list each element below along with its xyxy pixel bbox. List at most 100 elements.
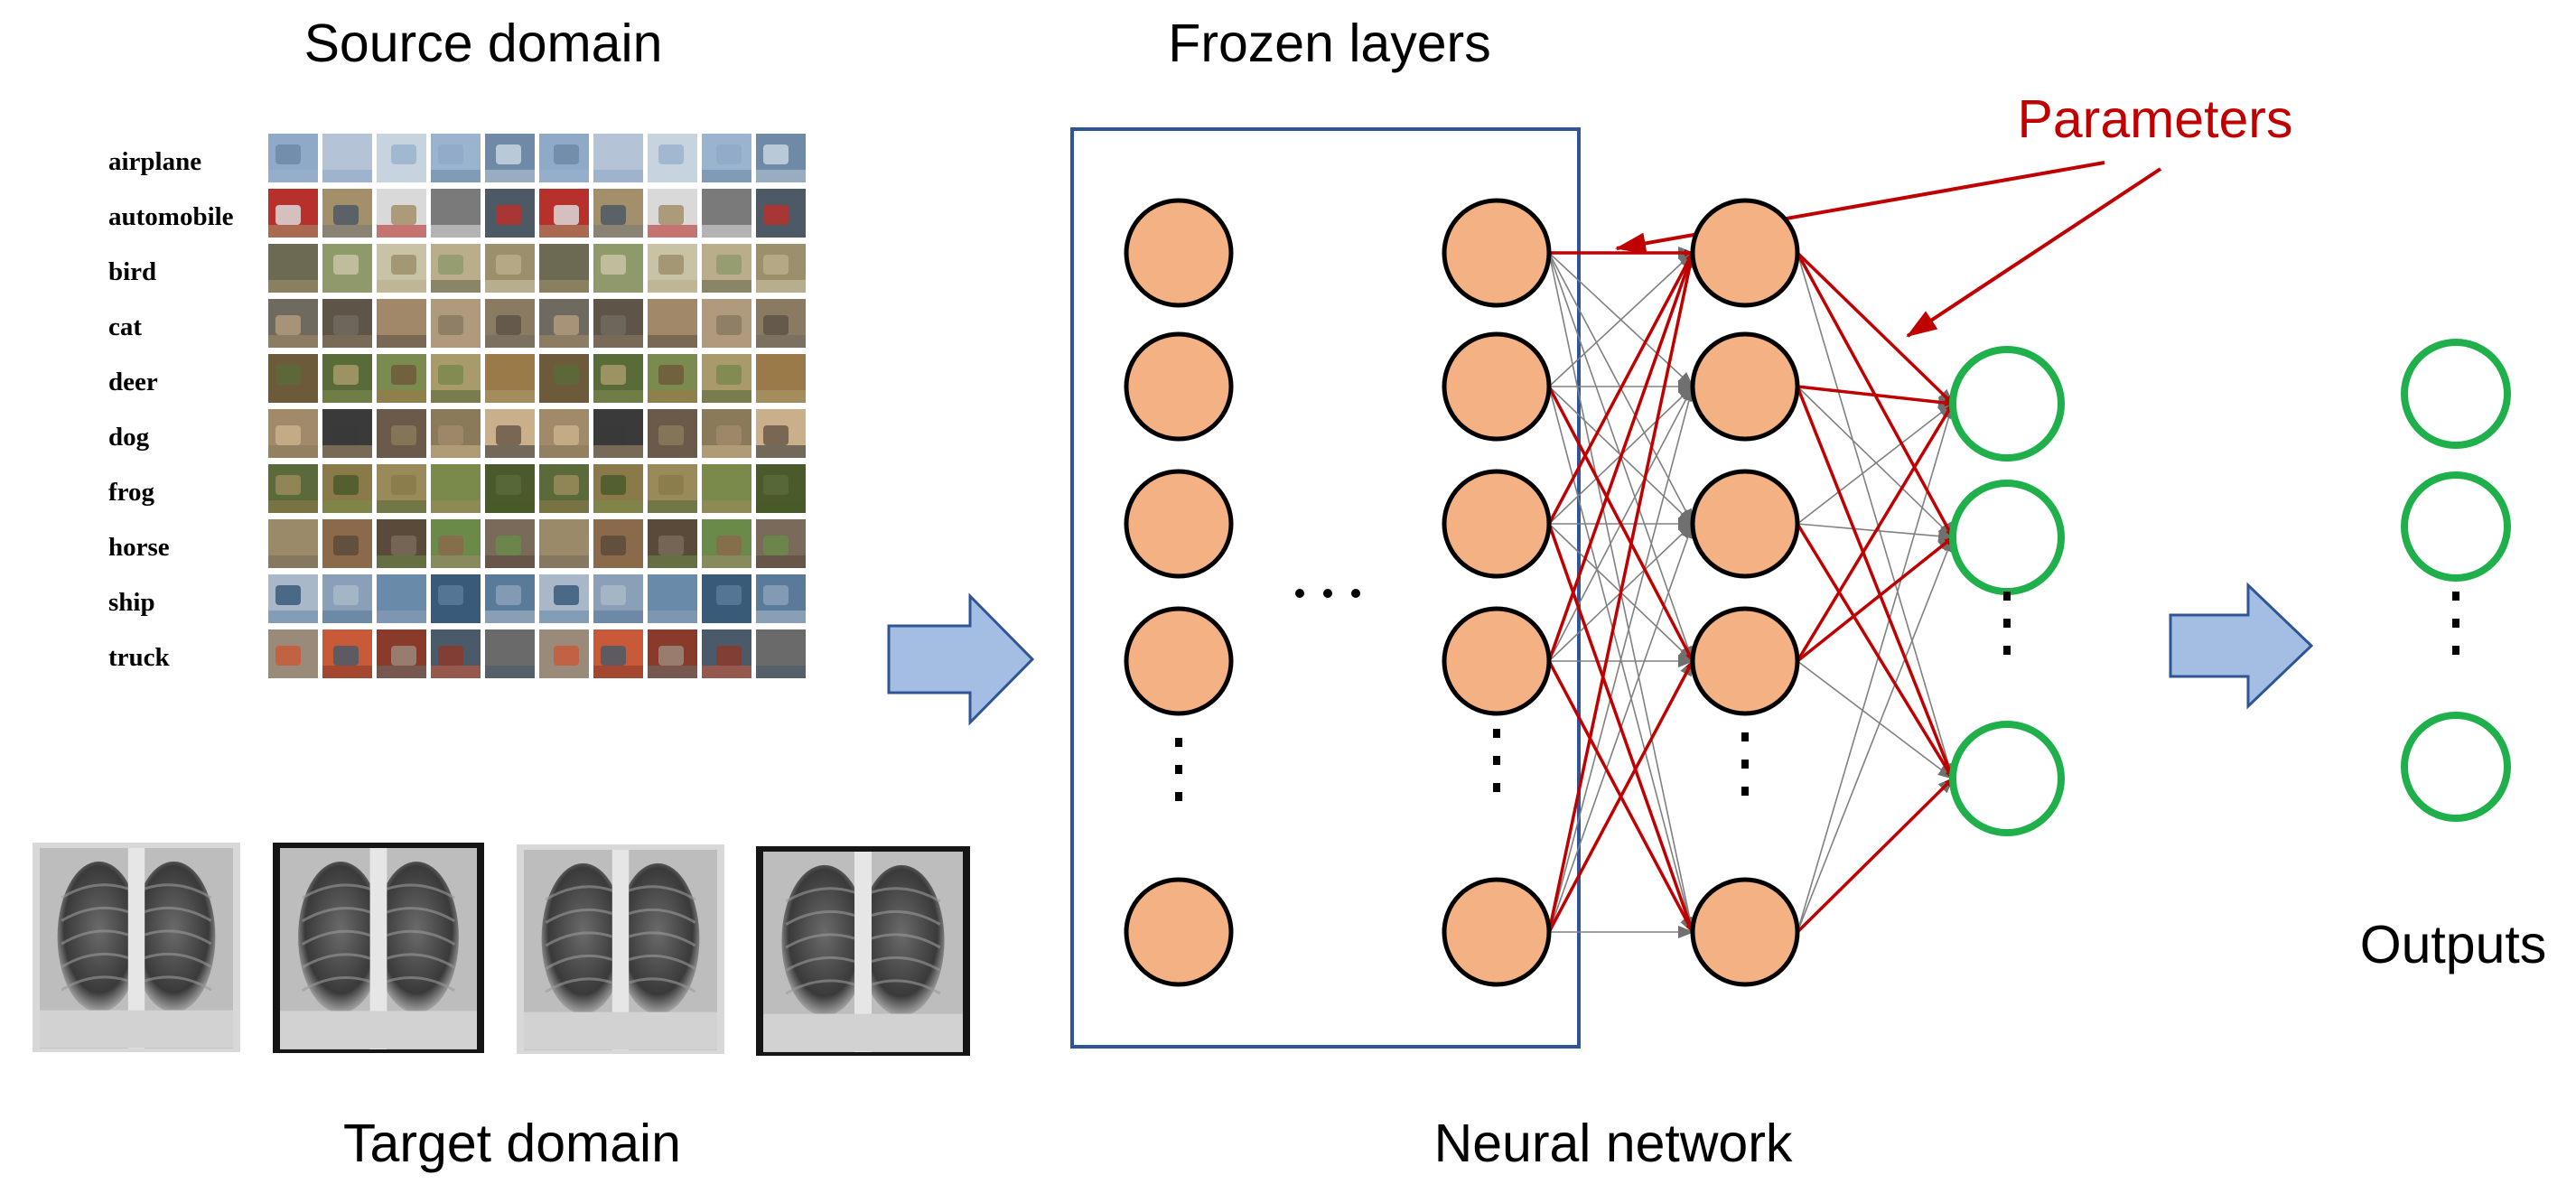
class-label-airplane: airplane bbox=[108, 147, 201, 176]
thumbnail-automobile bbox=[648, 189, 697, 238]
thumbnail-frog bbox=[377, 464, 426, 513]
target-domain-title: Target domain bbox=[343, 1114, 681, 1173]
frozen-layer-2-node-4 bbox=[1442, 606, 1552, 716]
network-nodes bbox=[1124, 198, 2511, 987]
thumbnail-truck bbox=[268, 629, 318, 678]
thumbnail-dog bbox=[322, 409, 372, 458]
frozen-layer-2-node-1 bbox=[1442, 198, 1552, 308]
class-label-frog: frog bbox=[108, 478, 155, 507]
thumbnail-bird bbox=[593, 244, 643, 293]
class-label-horse: horse bbox=[108, 533, 170, 562]
frozen-layer-2-node-3 bbox=[1442, 469, 1552, 579]
thumbnail-cat bbox=[648, 299, 697, 348]
class-label-deer: deer bbox=[108, 368, 158, 396]
thumbnail-ship bbox=[648, 574, 697, 623]
thumbnail-automobile bbox=[431, 189, 481, 238]
parameters-pointer-arrow-left bbox=[1615, 161, 2105, 255]
source-domain-title: Source domain bbox=[304, 14, 663, 73]
thumbnail-dog bbox=[593, 409, 643, 458]
thumbnail-frog bbox=[268, 464, 318, 513]
thumbnail-bird bbox=[485, 244, 535, 293]
thumbnail-bird bbox=[377, 244, 426, 293]
trainable-edge-b-0 bbox=[1796, 251, 1955, 406]
connection-l3-4-l4-1 bbox=[1797, 536, 1954, 933]
thumbnail-truck bbox=[593, 629, 643, 678]
trainable-hidden-node-2 bbox=[1690, 331, 1800, 442]
final-output-node-3 bbox=[2401, 712, 2511, 822]
connection-l2-4-l3-1 bbox=[1548, 385, 1695, 933]
final-output-node-2 bbox=[2401, 471, 2511, 582]
input-arrow-icon bbox=[887, 592, 1035, 726]
thumbnail-frog bbox=[702, 464, 751, 513]
xray-image-3 bbox=[517, 844, 724, 1054]
thumbnail-deer bbox=[377, 354, 426, 403]
frozen-layer-1-node-5 bbox=[1124, 877, 1234, 987]
thumbnail-cat bbox=[322, 299, 372, 348]
output-arrow-icon bbox=[2169, 582, 2314, 710]
thumbnail-horse bbox=[431, 519, 481, 568]
thumbnail-horse bbox=[268, 519, 318, 568]
trainable-edge-a-6 bbox=[1547, 523, 1694, 933]
trainable-edge-b-5 bbox=[1796, 777, 1955, 934]
thumbnail-horse bbox=[756, 519, 806, 568]
thumbnail-deer bbox=[539, 354, 589, 403]
thumbnail-dog bbox=[648, 409, 697, 458]
final-output-node-1 bbox=[2401, 339, 2511, 449]
thumbnail-ship bbox=[377, 574, 426, 623]
trainable-hidden-node-5 bbox=[1690, 877, 1800, 987]
thumbnail-deer bbox=[268, 354, 318, 403]
thumbnail-frog bbox=[431, 464, 481, 513]
vertical-ellipsis-dot-4 bbox=[2452, 592, 2459, 601]
thumbnail-dog bbox=[702, 409, 751, 458]
thumbnail-ship bbox=[268, 574, 318, 623]
layer-ellipsis-horizontal bbox=[1295, 589, 1360, 598]
thumbnail-dog bbox=[539, 409, 589, 458]
thumbnail-horse bbox=[648, 519, 697, 568]
thumbnail-ship bbox=[322, 574, 372, 623]
thumbnail-bird bbox=[539, 244, 589, 293]
source-image-grid bbox=[268, 134, 806, 678]
connection-l3-0-l4-2 bbox=[1797, 252, 1955, 780]
thumbnail-bird bbox=[322, 244, 372, 293]
class-label-cat: cat bbox=[108, 312, 142, 341]
thumbnail-airplane bbox=[702, 134, 751, 182]
frozen-layer-2-node-5 bbox=[1442, 877, 1552, 987]
frozen-layer-1-node-3 bbox=[1124, 469, 1234, 579]
trainable-edge-b-2 bbox=[1797, 385, 1954, 406]
thumbnail-dog bbox=[431, 409, 481, 458]
thumbnail-automobile bbox=[702, 189, 751, 238]
thumbnail-automobile bbox=[485, 189, 535, 238]
vertical-ellipsis-dot-4 bbox=[2452, 646, 2459, 655]
thumbnail-truck bbox=[485, 629, 535, 678]
thumbnail-cat bbox=[485, 299, 535, 348]
trainable-edge-a-7 bbox=[1547, 660, 1694, 933]
thumbnail-horse bbox=[539, 519, 589, 568]
thumbnail-horse bbox=[593, 519, 643, 568]
thumbnail-cat bbox=[377, 299, 426, 348]
xray-image-4 bbox=[756, 846, 970, 1056]
thumbnail-bird bbox=[268, 244, 318, 293]
thumbnail-airplane bbox=[268, 134, 318, 182]
thumbnail-truck bbox=[648, 629, 697, 678]
thumbnail-frog bbox=[648, 464, 697, 513]
neural-network-title: Neural network bbox=[1434, 1114, 1793, 1173]
thumbnail-airplane bbox=[593, 134, 643, 182]
connection-l3-3-l4-2 bbox=[1797, 660, 1955, 780]
thumbnail-deer bbox=[593, 354, 643, 403]
thumbnail-deer bbox=[322, 354, 372, 403]
outputs-title: Outputs bbox=[2360, 915, 2547, 974]
vertical-ellipsis-dot-1 bbox=[1493, 783, 1500, 792]
thumbnail-airplane bbox=[648, 134, 697, 182]
thumbnail-frog bbox=[322, 464, 372, 513]
thumbnail-automobile bbox=[377, 189, 426, 238]
trainable-edge-b-4 bbox=[1796, 403, 1955, 662]
class-label-automobile: automobile bbox=[108, 202, 234, 231]
thumbnail-bird bbox=[702, 244, 751, 293]
thumbnail-airplane bbox=[756, 134, 806, 182]
vertical-ellipsis-dot-1 bbox=[1493, 729, 1500, 738]
thumbnail-ship bbox=[431, 574, 481, 623]
thumbnail-deer bbox=[431, 354, 481, 403]
trainable-edge-a-2 bbox=[1547, 252, 1694, 525]
output-layer-node-1 bbox=[1949, 346, 2065, 461]
